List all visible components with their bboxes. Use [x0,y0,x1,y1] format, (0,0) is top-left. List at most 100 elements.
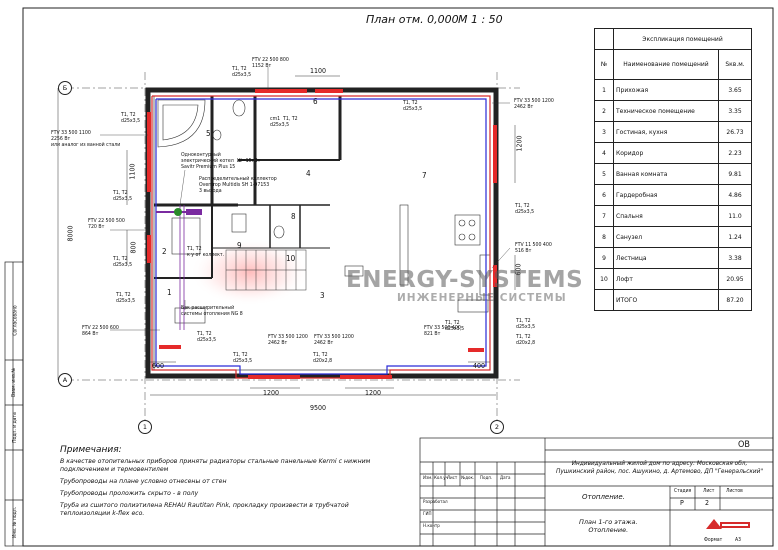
pipe-tag-mid: T1, T2 d25x3,5 [445,320,465,332]
notes-line-2: подключением и термовентилем [60,466,169,473]
explication-title: Экспликация помещений [613,28,752,50]
room-marker-4: 4 [306,169,311,178]
leaders [100,67,511,331]
watermark-glow [190,238,310,306]
side-stamp-inventory: Инв. № подл. [12,506,19,539]
table-row-area: 4.86 [718,184,752,206]
notes-heading: Примечания: [60,445,122,455]
explication-col-no: № [594,49,614,80]
radiator-tag-right-mid: FTV 11 500 400 516 Вт [515,242,552,254]
expansion-tank-label: Бак расширительный системы отопления NG … [181,305,243,317]
room-marker-6: 6 [313,97,318,106]
dim-overall: 9500 [310,404,327,412]
room-marker-7: 7 [422,171,427,180]
explication-col-name: Наименование помещений [613,49,719,80]
pipe-tag-right-1: T1, T2 d25x3,5 [515,203,535,215]
dim-left-mid: 800 [129,241,138,254]
side-stamp-replacement: Взам. инв.№ [11,367,18,398]
tb-header-izm: Изм. [423,476,433,481]
dimension-lines [57,75,516,396]
table-row-no: 5 [594,163,614,185]
axis-marker-1: 1 [138,420,152,434]
pipe-tag-collector-feed: T1, T2 к у от коллект. [187,246,225,258]
radiator-tag-left-bottom: FTV 22 500 600 864 Вт [82,325,119,337]
explication-total-area: 87.20 [718,289,752,311]
explication-total-label: ИТОГО [613,289,719,311]
table-row-area: 26.73 [718,121,752,143]
notes-line-1: В качестве отопительных приборов приняты… [60,458,371,465]
notes-line-6: теплоизоляции k-flex eco. [60,510,145,517]
table-row-area: 3.65 [718,79,752,101]
tb-razrab: Разработал [423,500,448,505]
tb-header-sheets: Листов [726,488,743,494]
fixtures [157,99,491,324]
radiator-tag-left-mid: FTV 22 500 500 720 Вт [88,218,125,230]
table-row-no: 8 [594,226,614,248]
tb-format-label: Формат [704,537,723,543]
title-block-code: ОВ [738,440,750,450]
pipe-tag-right-top: T1, T2 d25x3,5 [516,318,536,330]
table-row-name: Лестница [613,247,719,269]
explication-col-area: Sкв.м. [718,49,752,80]
side-stamp-agreed: Согласовано [12,305,19,336]
radiator-tag-top-left: FTV 22 500 800 1152 Вт [252,57,289,69]
radiators [147,89,497,379]
dim-left-overall: 8000 [66,225,75,242]
tb-header-sheet: Лист [703,488,715,494]
radiator-tag-bottom-2: FTV 33 500 1200 2462 Вт [314,334,354,346]
table-row-area: 11.0 [718,205,752,227]
table-row-name: Гостиная, кухня [613,121,719,143]
pipe-tag-right-2: T1, T2 d20x2,8 [516,334,536,346]
title-block-sheet-title: План 1-го этажа. Отопление. [579,518,638,534]
pipe-tag-mid-top: T1, T2 d25x3,5 [403,100,423,112]
boiler-label: Одноконтурный электрический котел Ш=15кВ… [181,152,261,170]
table-row-area: 20.95 [718,268,752,290]
table-row-name: Коридор [613,142,719,164]
title-block-address: Индивидуальный жилой дом по адресу: Моск… [556,461,764,475]
stair [225,249,307,291]
table-row-no: 6 [594,184,614,206]
collector [174,208,202,216]
notes-line-4: Трубопроводы проложить скрыто - в полу [60,490,199,497]
table-row-no: 10 [594,268,614,290]
radiator-tag-bottom-1: FTV 33 500 1200 2462 Вт [268,334,308,346]
tb-header-kol: Кол.уч [434,476,449,481]
table-row-name: Прихожая [613,79,719,101]
room-marker-5: 5 [206,129,211,138]
pipe-tag-bottom-left: T1, T2 d25x3,5 [197,331,217,343]
tb-header-list: Лист [447,476,458,481]
pipe-tag-cold-water: cm1 T1, T2 d25x3,5 [270,116,298,128]
pipe-tag-top-left: T1, T2 d25x3,5 [232,66,252,78]
table-row-area: 1.24 [718,226,752,248]
tb-gip: ГИП [423,512,432,517]
table-row-no: 1 [594,79,614,101]
dim-bottom-window-2: 1200 [365,389,382,397]
pipe-tag-left-2: T1, T2 d25x3,5 [113,190,133,202]
table-row-no: 7 [594,205,614,227]
radiator-tag-right-bottom: FTV 33 500 400 821 Вт [424,325,461,337]
table-row-area: 3.38 [718,247,752,269]
pipe-tag-left-1: T1, T2 d25x3,5 [121,112,141,124]
dim-bottom-window-1: 1200 [263,389,280,397]
dim-left-upper: 1100 [128,163,137,180]
tb-format: А3 [735,537,741,543]
table-row-name: Санузел [613,226,719,248]
room-marker-10: 10 [286,254,296,263]
axis-marker-b: Б [58,81,72,95]
radiator-tag-left-top: FTV 33 500 1100 2256 Вт или аналог из ва… [51,130,121,148]
room-marker-9: 9 [237,241,242,250]
watermark-subtitle: ИНЖЕНЕРНЫЕ СИСТЕМЫ [397,292,567,304]
table-row-no: 4 [594,142,614,164]
notes-line-3: Трубопроводы на плане условно отнесены о… [60,478,227,485]
title-block-grid [419,437,774,547]
table-row-name: Ванная комната [613,163,719,185]
table-row-no: 9 [594,247,614,269]
room-marker-1: 1 [167,288,172,297]
pipe-tag-bottom-1: T1, T2 d25x3,5 [233,352,253,364]
room-marker-8: 8 [291,212,296,221]
plan-scale: М 1 : 50 [458,13,503,26]
table-row-name: Лофт [613,268,719,290]
title-block-section: Отопление. [582,493,625,501]
